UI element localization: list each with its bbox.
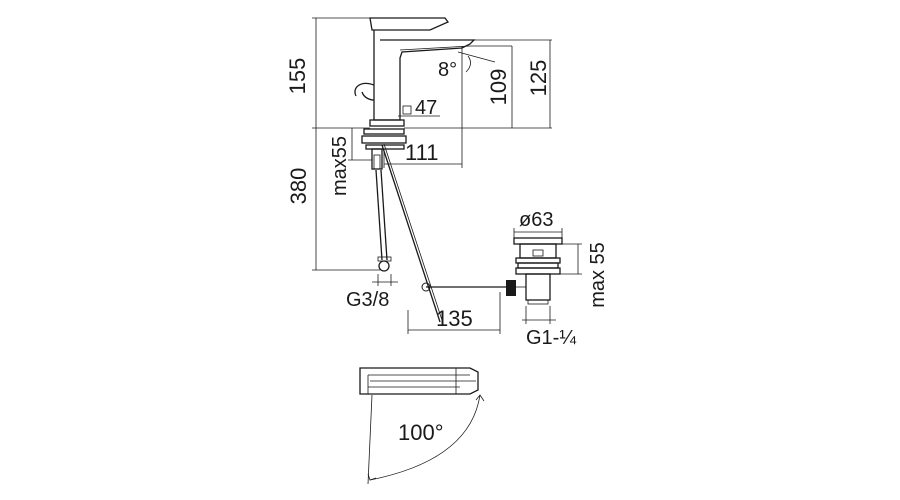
- dim-hose-length: 380: [286, 168, 311, 205]
- dim-spout-reach: 111: [405, 140, 438, 165]
- square-symbol: [402, 105, 412, 115]
- faucet-lever: [369, 17, 450, 31]
- swivel-arc: [369, 394, 481, 481]
- flex-hose: [375, 169, 383, 261]
- waste-tail: [525, 273, 551, 301]
- faucet-top-view: [359, 367, 485, 485]
- faucet-side-view: [354, 17, 476, 323]
- swivel-axis: [367, 394, 373, 485]
- dim-inlet-thread: G3/8: [346, 289, 389, 311]
- dim-waste-max: max 55: [587, 242, 609, 308]
- inlet-fitting: [378, 260, 390, 272]
- dim-rod-length: 135: [436, 306, 473, 331]
- faucet-dimensions: [312, 17, 552, 286]
- top-view-body: [359, 367, 479, 395]
- dim-base-size: 47: [415, 97, 437, 119]
- dim-max-deck: max55: [329, 136, 351, 196]
- dim-waste-diameter: ø63: [519, 209, 553, 231]
- dim-spout-height: 109: [486, 69, 511, 106]
- waste-dimensions: [407, 228, 582, 334]
- popup-waste: [421, 237, 563, 305]
- waste-flange: [513, 237, 563, 245]
- faucet-base: [369, 119, 405, 127]
- popup-rod: [381, 144, 441, 323]
- dim-faucet-height: 155: [285, 58, 310, 95]
- faucet-side-handle: [354, 82, 375, 101]
- dim-swivel-angle: 100°: [398, 420, 444, 445]
- dim-spout-angle: 8°: [438, 59, 457, 81]
- dim-outlet-height: 125: [526, 60, 551, 97]
- dim-waste-thread: G1-¼: [526, 327, 576, 349]
- linkage-nut: [506, 280, 516, 296]
